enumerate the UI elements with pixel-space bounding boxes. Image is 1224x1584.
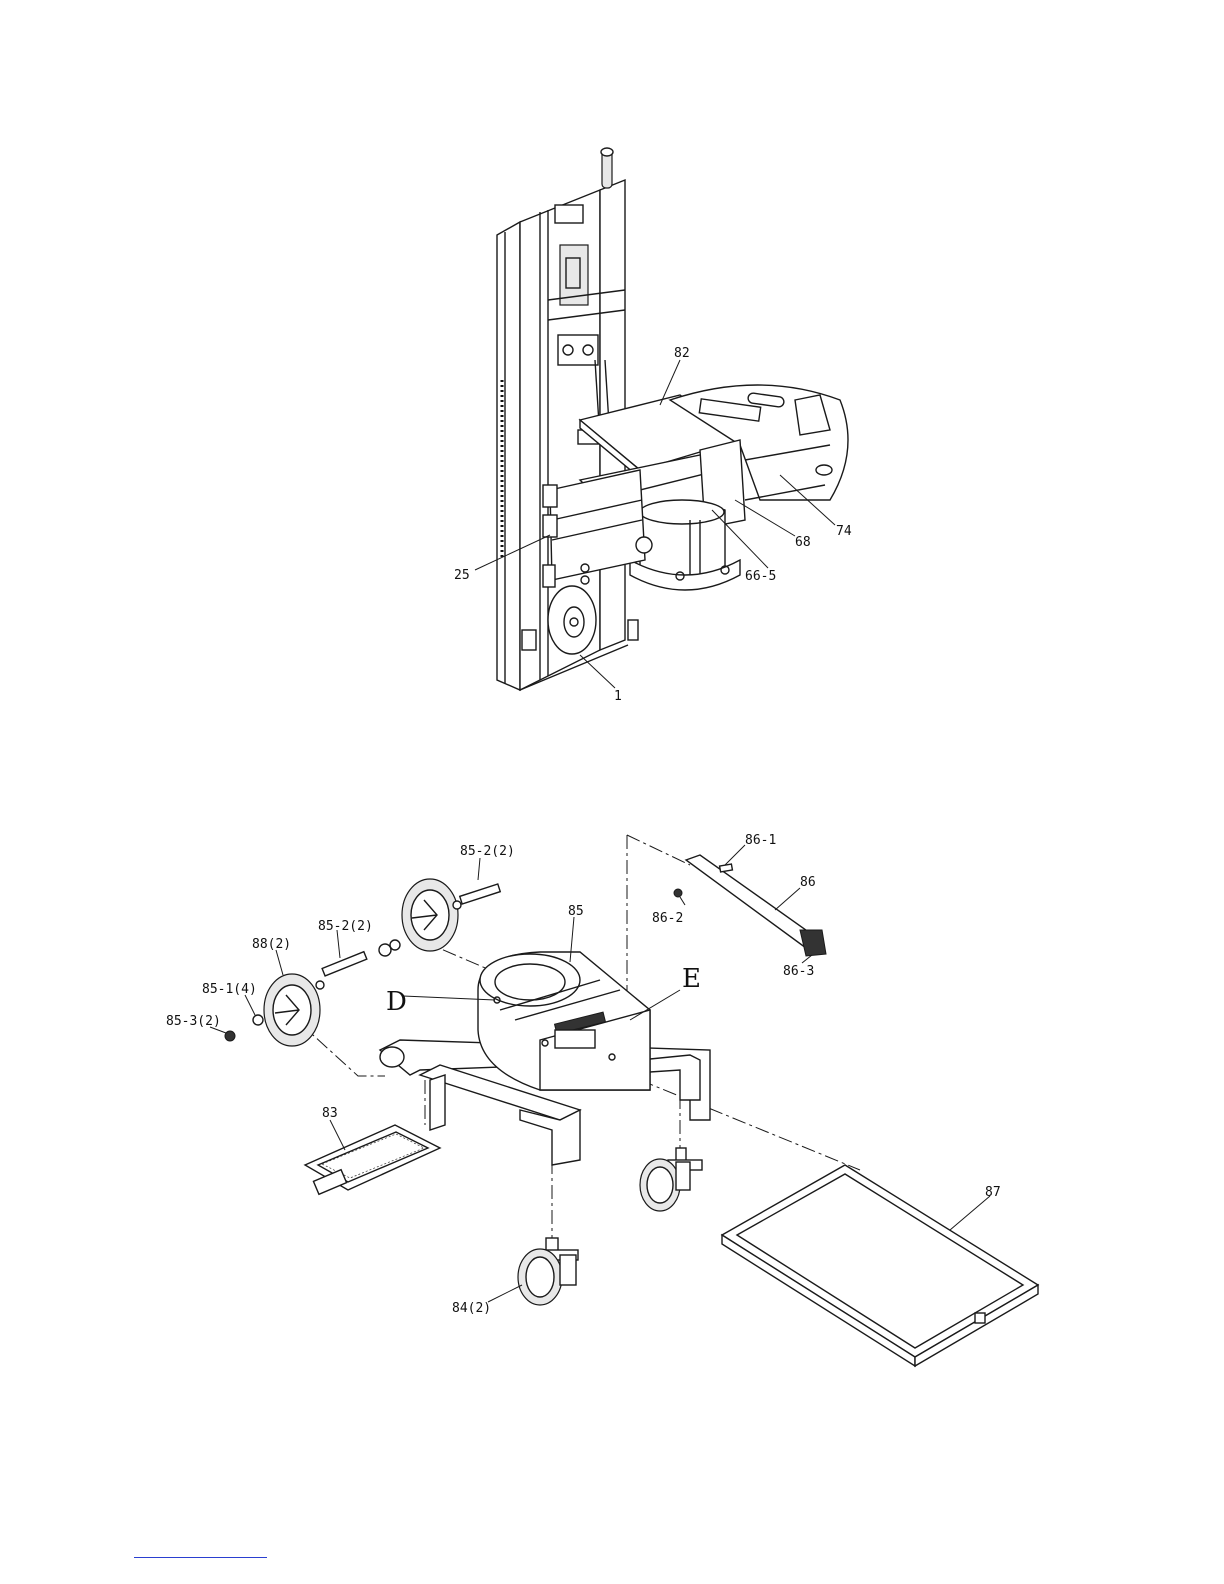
callout-83: 83 (322, 1106, 338, 1121)
callout-68: 68 (795, 535, 811, 550)
callout-84: 84(2) (452, 1301, 491, 1316)
reference-letter-e: E (682, 964, 701, 994)
callout-25: 25 (454, 568, 470, 583)
callout-86-1: 86-1 (745, 833, 776, 848)
callout-85-3: 85-3(2) (166, 1014, 221, 1029)
callout-66-5: 66-5 (745, 569, 776, 584)
callout-88: 88(2) (252, 937, 291, 952)
callout-82: 82 (674, 346, 690, 361)
stand-assembly-drawing (225, 835, 1038, 1366)
callout-86-3: 86-3 (783, 964, 814, 979)
callout-85-2-upper: 85-2(2) (460, 844, 515, 859)
callout-74: 74 (836, 524, 852, 539)
caster-rear (640, 1148, 702, 1211)
callout-85-1: 85-1(4) (202, 982, 257, 997)
callout-1: 1 (614, 689, 622, 704)
callout-87: 87 (985, 1185, 1001, 1200)
caster-front (518, 1238, 578, 1305)
footer-underline (134, 1557, 267, 1558)
callout-85-2-lower: 85-2(2) (318, 919, 373, 934)
callout-86-2: 86-2 (652, 911, 683, 926)
callout-86: 86 (800, 875, 816, 890)
reference-letter-d: D (386, 987, 407, 1017)
saw-head-assembly-drawing (497, 148, 848, 690)
callout-85: 85 (568, 904, 584, 919)
